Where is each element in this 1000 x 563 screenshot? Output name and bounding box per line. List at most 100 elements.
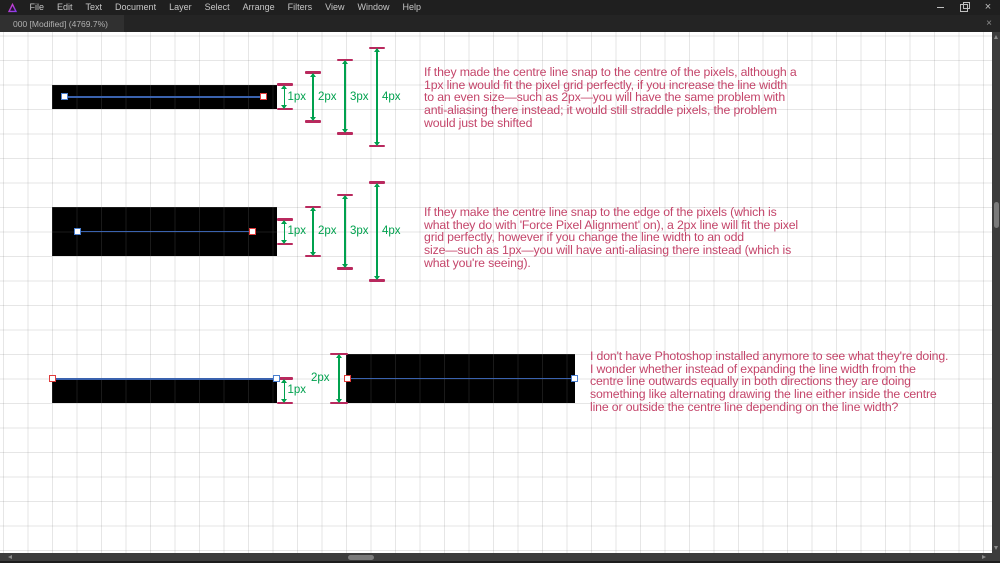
measure-cap-icon — [369, 46, 385, 49]
stroke-bar-group3-left[interactable] — [52, 378, 277, 403]
measurement-annotation[interactable] — [305, 71, 321, 123]
centre-line-group3-right[interactable] — [346, 377, 575, 380]
measure-cap-icon — [305, 71, 321, 74]
horizontal-scrollbar[interactable] — [0, 553, 1000, 561]
measure-arrow-icon — [281, 378, 287, 403]
measurement-annotation[interactable] — [276, 377, 293, 404]
measure-label: 3px — [350, 90, 369, 103]
menu-edit[interactable]: Edit — [57, 2, 73, 12]
measurement-annotation[interactable] — [276, 83, 293, 111]
app-logo-icon[interactable] — [7, 2, 18, 13]
menu-file[interactable]: File — [29, 2, 45, 12]
centre-line-group3-left[interactable] — [52, 378, 277, 380]
measure-arrow-icon — [281, 219, 287, 244]
line-handle-left-group3-left[interactable] — [49, 375, 56, 382]
measure-cap-icon — [337, 58, 353, 62]
menu-window[interactable]: Window — [357, 2, 390, 12]
measure-cap-icon — [305, 120, 321, 123]
line-handle-left-group3-right[interactable] — [343, 375, 351, 382]
menu-document[interactable]: Document — [115, 2, 157, 12]
measure-label: 3px — [350, 225, 369, 238]
measure-arrow-icon — [336, 354, 341, 403]
annotation-note-2[interactable]: If they make the centre line snap to the… — [424, 205, 799, 270]
measure-label: 2px — [311, 372, 330, 384]
tab-close-icon[interactable]: × — [986, 18, 992, 29]
document-canvas[interactable]: 1px 2px 3px 4px If they made the centre … — [0, 32, 992, 553]
vertical-scrollbar-thumb[interactable] — [993, 202, 999, 228]
menu-view[interactable]: View — [325, 2, 345, 12]
measure-label: 2px — [318, 225, 337, 238]
annotation-note-3[interactable]: I don't have Photoshop installed anymore… — [590, 349, 949, 414]
centre-line-group2[interactable] — [76, 230, 253, 233]
measure-cap-icon — [276, 83, 293, 86]
measurement-annotation[interactable] — [369, 46, 385, 147]
line-handle-right-group3-left[interactable] — [272, 375, 280, 382]
measure-cap-icon — [337, 267, 353, 270]
scroll-left-icon[interactable] — [8, 554, 12, 559]
window-controls: × — [928, 0, 1000, 15]
measure-arrow-icon — [342, 60, 347, 134]
line-handle-right-group2[interactable] — [248, 227, 256, 235]
restore-button[interactable] — [952, 0, 976, 15]
measurement-annotation[interactable] — [305, 205, 321, 258]
document-tab[interactable]: 000 [Modified] (4769.7%) — [0, 15, 124, 32]
menu-text[interactable]: Text — [85, 2, 103, 12]
close-icon: × — [984, 1, 992, 13]
measure-label: 4px — [382, 225, 401, 238]
measure-label: 4px — [382, 90, 401, 103]
measure-cap-icon — [276, 401, 293, 404]
minimize-icon — [936, 7, 944, 8]
measure-arrow-icon — [281, 84, 287, 109]
measure-cap-icon — [276, 242, 293, 245]
measure-label: 2px — [318, 90, 337, 103]
line-handle-right-group3-right[interactable] — [570, 375, 578, 382]
measure-cap-icon — [330, 401, 348, 405]
measure-arrow-icon — [310, 72, 315, 121]
measure-arrow-icon — [342, 195, 347, 268]
measure-label: 1px — [287, 225, 307, 238]
document-tab-title: 000 [Modified] (4769.7%) — [13, 18, 108, 29]
measure-cap-icon — [369, 181, 385, 184]
measure-arrow-icon — [374, 48, 379, 145]
vertical-scrollbar[interactable] — [992, 32, 1000, 553]
horizontal-scrollbar-thumb[interactable] — [348, 554, 374, 560]
measurement-annotation[interactable] — [337, 58, 353, 135]
measurement-annotation[interactable] — [369, 181, 385, 282]
measure-label: 1px — [287, 90, 307, 103]
measure-cap-icon — [305, 205, 321, 209]
menu-select[interactable]: Select — [204, 2, 230, 12]
menu-arrange[interactable]: Arrange — [242, 2, 275, 12]
annotation-note-1[interactable]: If they made the centre line snap to the… — [424, 65, 797, 130]
menu-bar: File Edit Text Document Layer Select Arr… — [0, 0, 1000, 15]
close-button[interactable]: × — [976, 0, 1000, 15]
measure-cap-icon — [369, 144, 385, 147]
measure-arrow-icon — [374, 182, 379, 280]
line-handle-right-group1[interactable] — [259, 93, 267, 101]
measure-label: 1px — [287, 384, 307, 396]
measure-arrow-icon — [310, 207, 315, 256]
line-handle-left-group1[interactable] — [61, 93, 68, 101]
menu-layer[interactable]: Layer — [169, 2, 192, 12]
measure-cap-icon — [276, 377, 293, 380]
measurement-annotation[interactable] — [330, 352, 348, 405]
measure-cap-icon — [337, 132, 353, 135]
minimize-button[interactable] — [928, 0, 952, 15]
scroll-down-icon[interactable] — [994, 546, 998, 550]
scroll-right-icon[interactable] — [982, 554, 986, 559]
measure-cap-icon — [369, 279, 385, 282]
menu-help[interactable]: Help — [402, 2, 422, 12]
centre-line-group1[interactable] — [64, 96, 263, 98]
scroll-up-icon[interactable] — [994, 35, 998, 39]
menu-filters[interactable]: Filters — [287, 2, 313, 12]
measurement-annotation[interactable] — [276, 218, 293, 245]
line-handle-left-group2[interactable] — [73, 227, 81, 235]
measure-cap-icon — [305, 254, 321, 258]
measurement-annotation[interactable] — [337, 193, 353, 270]
document-tab-bar: 000 [Modified] (4769.7%) × — [0, 15, 1000, 32]
measure-cap-icon — [276, 107, 293, 111]
measure-cap-icon — [276, 218, 293, 221]
measure-cap-icon — [330, 352, 348, 356]
bottom-edge-strip — [0, 561, 1000, 563]
measure-cap-icon — [337, 193, 353, 196]
restore-icon — [960, 1, 970, 12]
